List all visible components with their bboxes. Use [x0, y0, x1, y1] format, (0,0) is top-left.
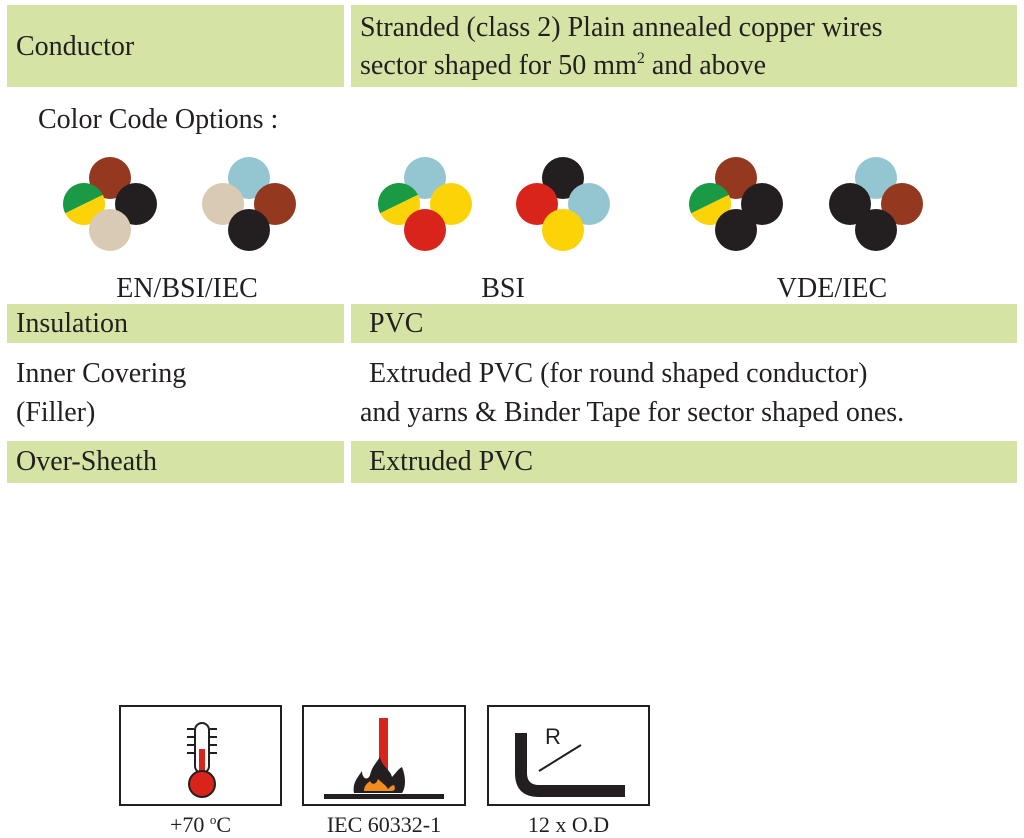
radius-r-glyph: R — [545, 724, 561, 749]
insulation-label-cell — [7, 304, 344, 343]
wire-core-red — [516, 183, 558, 225]
wire-core-light-blue — [404, 157, 446, 199]
wire-core-brown — [89, 157, 131, 199]
wire-core-black — [829, 183, 871, 225]
wire-core-light-blue — [568, 183, 610, 225]
conductor-label-cell — [7, 5, 344, 87]
insulation-label: Insulation — [16, 308, 128, 339]
conductor-value-line1: Stranded (class 2) Plain annealed copper… — [360, 12, 883, 43]
inner-covering-value-line1: Extruded PVC (for round shaped conductor… — [369, 358, 868, 389]
temperature-caption-value: +70 — [169, 812, 210, 837]
wire-core-brown — [881, 183, 923, 225]
conductor-label: Conductor — [16, 31, 135, 62]
wire-core-light-blue — [855, 157, 897, 199]
over-sheath-label-cell — [7, 441, 344, 483]
wire-core-yellow — [542, 209, 584, 251]
wire-core-brown — [715, 157, 757, 199]
wire-core-black — [542, 157, 584, 199]
insulation-value-cell — [351, 304, 1017, 343]
bending-radius-icon-box: R — [487, 705, 650, 806]
thermometer-icon-box — [119, 705, 282, 806]
bending-radius-caption: 12 x O.D — [527, 812, 610, 837]
conductor-value-cell — [351, 5, 1017, 87]
over-sheath-label: Over-Sheath — [16, 446, 157, 477]
wire-core-yellow — [430, 183, 472, 225]
flame-test-caption: IEC 60332-1 — [326, 812, 442, 837]
standard-label-en-bsi-iec: EN/BSI/IEC — [116, 273, 258, 304]
wire-core-beige — [202, 183, 244, 225]
temperature-caption-unit: C — [216, 812, 232, 837]
squared-superscript: 2 — [636, 50, 645, 67]
wire-core-black — [228, 209, 270, 251]
standard-label-vde-iec: VDE/IEC — [776, 273, 888, 304]
wire-core-black — [715, 209, 757, 251]
wire-core-black — [741, 183, 783, 225]
wire-core-red — [404, 209, 446, 251]
over-sheath-value-cell — [351, 441, 1017, 483]
flame-test-icon — [324, 718, 444, 799]
conductor-value-line2-text: sector shaped for 50 mm — [360, 50, 637, 81]
wire-core-black — [115, 183, 157, 225]
conductor-value-line2: sector shaped for 50 mm2 and above — [360, 47, 766, 85]
degree-superscript: o — [209, 812, 217, 827]
standard-label-bsi: BSI — [481, 273, 525, 304]
inner-covering-label-line2: (Filler) — [16, 397, 96, 428]
wire-core-green-half — [377, 182, 418, 214]
inner-covering-label-line1: Inner Covering — [16, 358, 187, 389]
conductor-value-line2-suffix: and above — [644, 50, 767, 81]
temperature-caption: +70 oC — [119, 812, 282, 838]
insulation-value: PVC — [369, 308, 424, 339]
wire-core-light-blue — [228, 157, 270, 199]
wire-core-black — [855, 209, 897, 251]
flame-test-icon-box — [302, 705, 466, 806]
over-sheath-value: Extruded PVC — [369, 446, 534, 477]
wire-core-green-half — [688, 182, 729, 214]
thermometer-icon — [187, 722, 217, 798]
color-code-heading: Color Code Options : — [38, 104, 279, 135]
inner-covering-value-line2: and yarns & Binder Tape for sector shape… — [360, 397, 905, 428]
wire-core-brown — [254, 183, 296, 225]
bending-radius-icon — [515, 733, 625, 797]
wire-core-beige — [89, 209, 131, 251]
wire-core-green-half — [62, 182, 103, 214]
